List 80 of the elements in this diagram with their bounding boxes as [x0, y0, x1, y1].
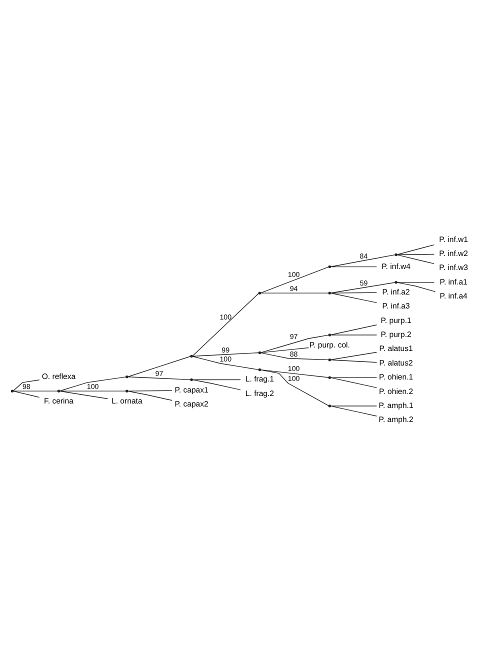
connector: [192, 378, 241, 390]
node-text: P. capax2: [174, 399, 208, 408]
node-text: P. amph.2: [378, 414, 414, 424]
connector: [260, 266, 329, 293]
node-text: P. amph.1: [378, 400, 414, 410]
node-text: P. inf.a2: [382, 286, 410, 296]
node-point: [57, 389, 60, 392]
connector: [260, 346, 309, 353]
connector: [192, 292, 259, 356]
node-text: P. purp.1: [380, 315, 412, 324]
node-point: [394, 252, 398, 256]
node-point: [328, 376, 332, 378]
node-point: [328, 291, 332, 294]
connector: [260, 292, 329, 293]
node-point: [394, 280, 398, 284]
connector: [330, 292, 378, 293]
connector: [396, 244, 434, 254]
node-text: P. inf.w4: [382, 261, 411, 270]
connector: [13, 390, 40, 398]
node-point: [190, 354, 193, 358]
connector: [330, 405, 378, 416]
connector: [13, 379, 40, 391]
connector: [330, 254, 396, 267]
node-point: [328, 358, 332, 361]
connector: [260, 334, 329, 352]
connector: [128, 376, 191, 380]
node-text: P. inf.w3: [439, 262, 468, 272]
node-text: P. inf.a1: [440, 276, 468, 286]
connector: [330, 376, 378, 388]
connector: [128, 390, 172, 400]
connector: [396, 282, 436, 292]
node-text: P. capax1: [174, 384, 208, 394]
node-text: P. ohien.1: [379, 372, 414, 382]
node-point: [328, 333, 332, 336]
node-text: P. inf.w1: [439, 234, 468, 244]
connector: [192, 352, 259, 356]
node-text: L. ornata: [112, 396, 142, 406]
node-text: P. inf.a3: [382, 301, 410, 310]
node-text: P. ohien.2: [379, 386, 414, 396]
node-text: P. inf.a4: [440, 291, 468, 300]
connector: [192, 378, 241, 380]
connector: [59, 376, 126, 391]
connector: [13, 390, 58, 391]
node-text: F. cerina: [44, 396, 74, 406]
connector: [330, 334, 378, 335]
connector: [330, 282, 396, 293]
node-point: [258, 291, 262, 294]
node-text: P. alatus1: [379, 344, 413, 353]
connector: [396, 253, 434, 255]
connector: [330, 324, 378, 335]
node-point: [328, 404, 332, 407]
node-text: P. alatus2: [379, 358, 413, 367]
connector: [260, 368, 329, 378]
connector: [60, 390, 108, 399]
node-text: P. inf.w2: [439, 248, 468, 258]
node-text: L. frag.1: [245, 374, 274, 384]
connector: [330, 359, 378, 362]
node-text: L. frag.2: [245, 388, 274, 398]
connector: [330, 376, 378, 378]
node-text: P. purp. col.: [309, 340, 350, 350]
node-text: O. reflexa: [42, 371, 76, 380]
node-point: [126, 389, 128, 392]
node-point: [258, 350, 262, 354]
connector: [330, 351, 378, 360]
connector: [260, 352, 329, 360]
node-point: [328, 264, 332, 268]
connector: [396, 254, 434, 264]
connector: [128, 390, 172, 391]
connector: [60, 390, 126, 391]
connector: [192, 356, 259, 370]
node-point: [10, 389, 14, 392]
connector: [330, 266, 378, 267]
node-text: P. purp.2: [380, 329, 412, 338]
connector: [330, 405, 378, 406]
connector: [128, 356, 191, 377]
connector: [330, 292, 378, 303]
node-point: [258, 368, 262, 371]
node-point: [190, 378, 193, 381]
connector: [260, 369, 329, 406]
node-point: [126, 375, 128, 378]
